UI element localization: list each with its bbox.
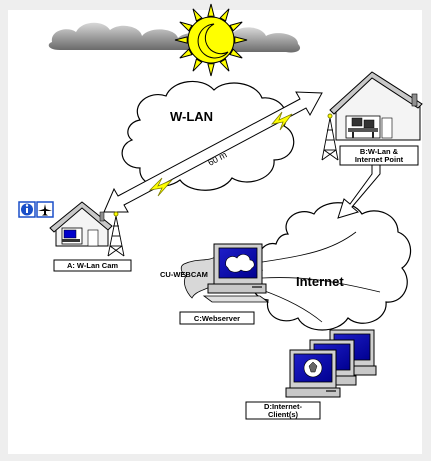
lightning-icon [148,177,173,197]
internet-cloud-label: Internet [296,274,344,289]
sun-ray [229,21,243,32]
sun-ray [234,36,248,44]
grey-sky-cloud [48,22,301,53]
label-c-text: C:Webserver [194,314,240,323]
sun-ray [219,58,230,72]
uplink-arrow [337,161,381,219]
webcam-icon [62,229,80,242]
house-b [329,71,423,141]
lightning-icon [270,111,293,131]
airplane-icon [36,201,54,218]
sun-ray [229,48,243,59]
wlan-cloud: W-LAN [121,80,295,191]
sun-ray [192,58,203,72]
computer-icon [202,243,270,303]
computer-icon [348,117,378,138]
sun-ray [179,21,193,32]
computer-icon [285,349,341,398]
label-d-line1: D:Internet- [264,402,302,411]
sun-ray [219,8,230,22]
wlan-cloud-label: W-LAN [170,109,213,124]
sun-ray [179,48,193,59]
sun-ray [192,8,203,22]
crescent-moon-icon [197,23,229,59]
house-a [49,201,113,247]
sun-ray [207,3,215,17]
info-icon [18,201,36,218]
label-a: A: W-Lan Cam [53,259,132,272]
label-d: D:Internet- Client(s) [245,401,321,420]
label-d-line2: Client(s) [268,410,299,419]
label-c: C:Webserver [179,311,255,325]
label-b-line2: Internet Point [355,155,404,164]
label-b-line1: B:W-Lan & [360,147,399,156]
internet-connection-lines [261,231,381,323]
cu-webcam-label: CU-WEBCAM [160,270,208,279]
internet-cloud: Internet [251,202,412,331]
sun-ray [174,36,188,44]
antenna-tower-icon [321,113,339,161]
sun-icon [174,3,248,77]
label-a-text: A: W-Lan Cam [67,261,118,270]
sun-ray [207,63,215,77]
antenna-tower-icon [107,211,125,257]
label-b: B:W-Lan & Internet Point [339,145,419,166]
